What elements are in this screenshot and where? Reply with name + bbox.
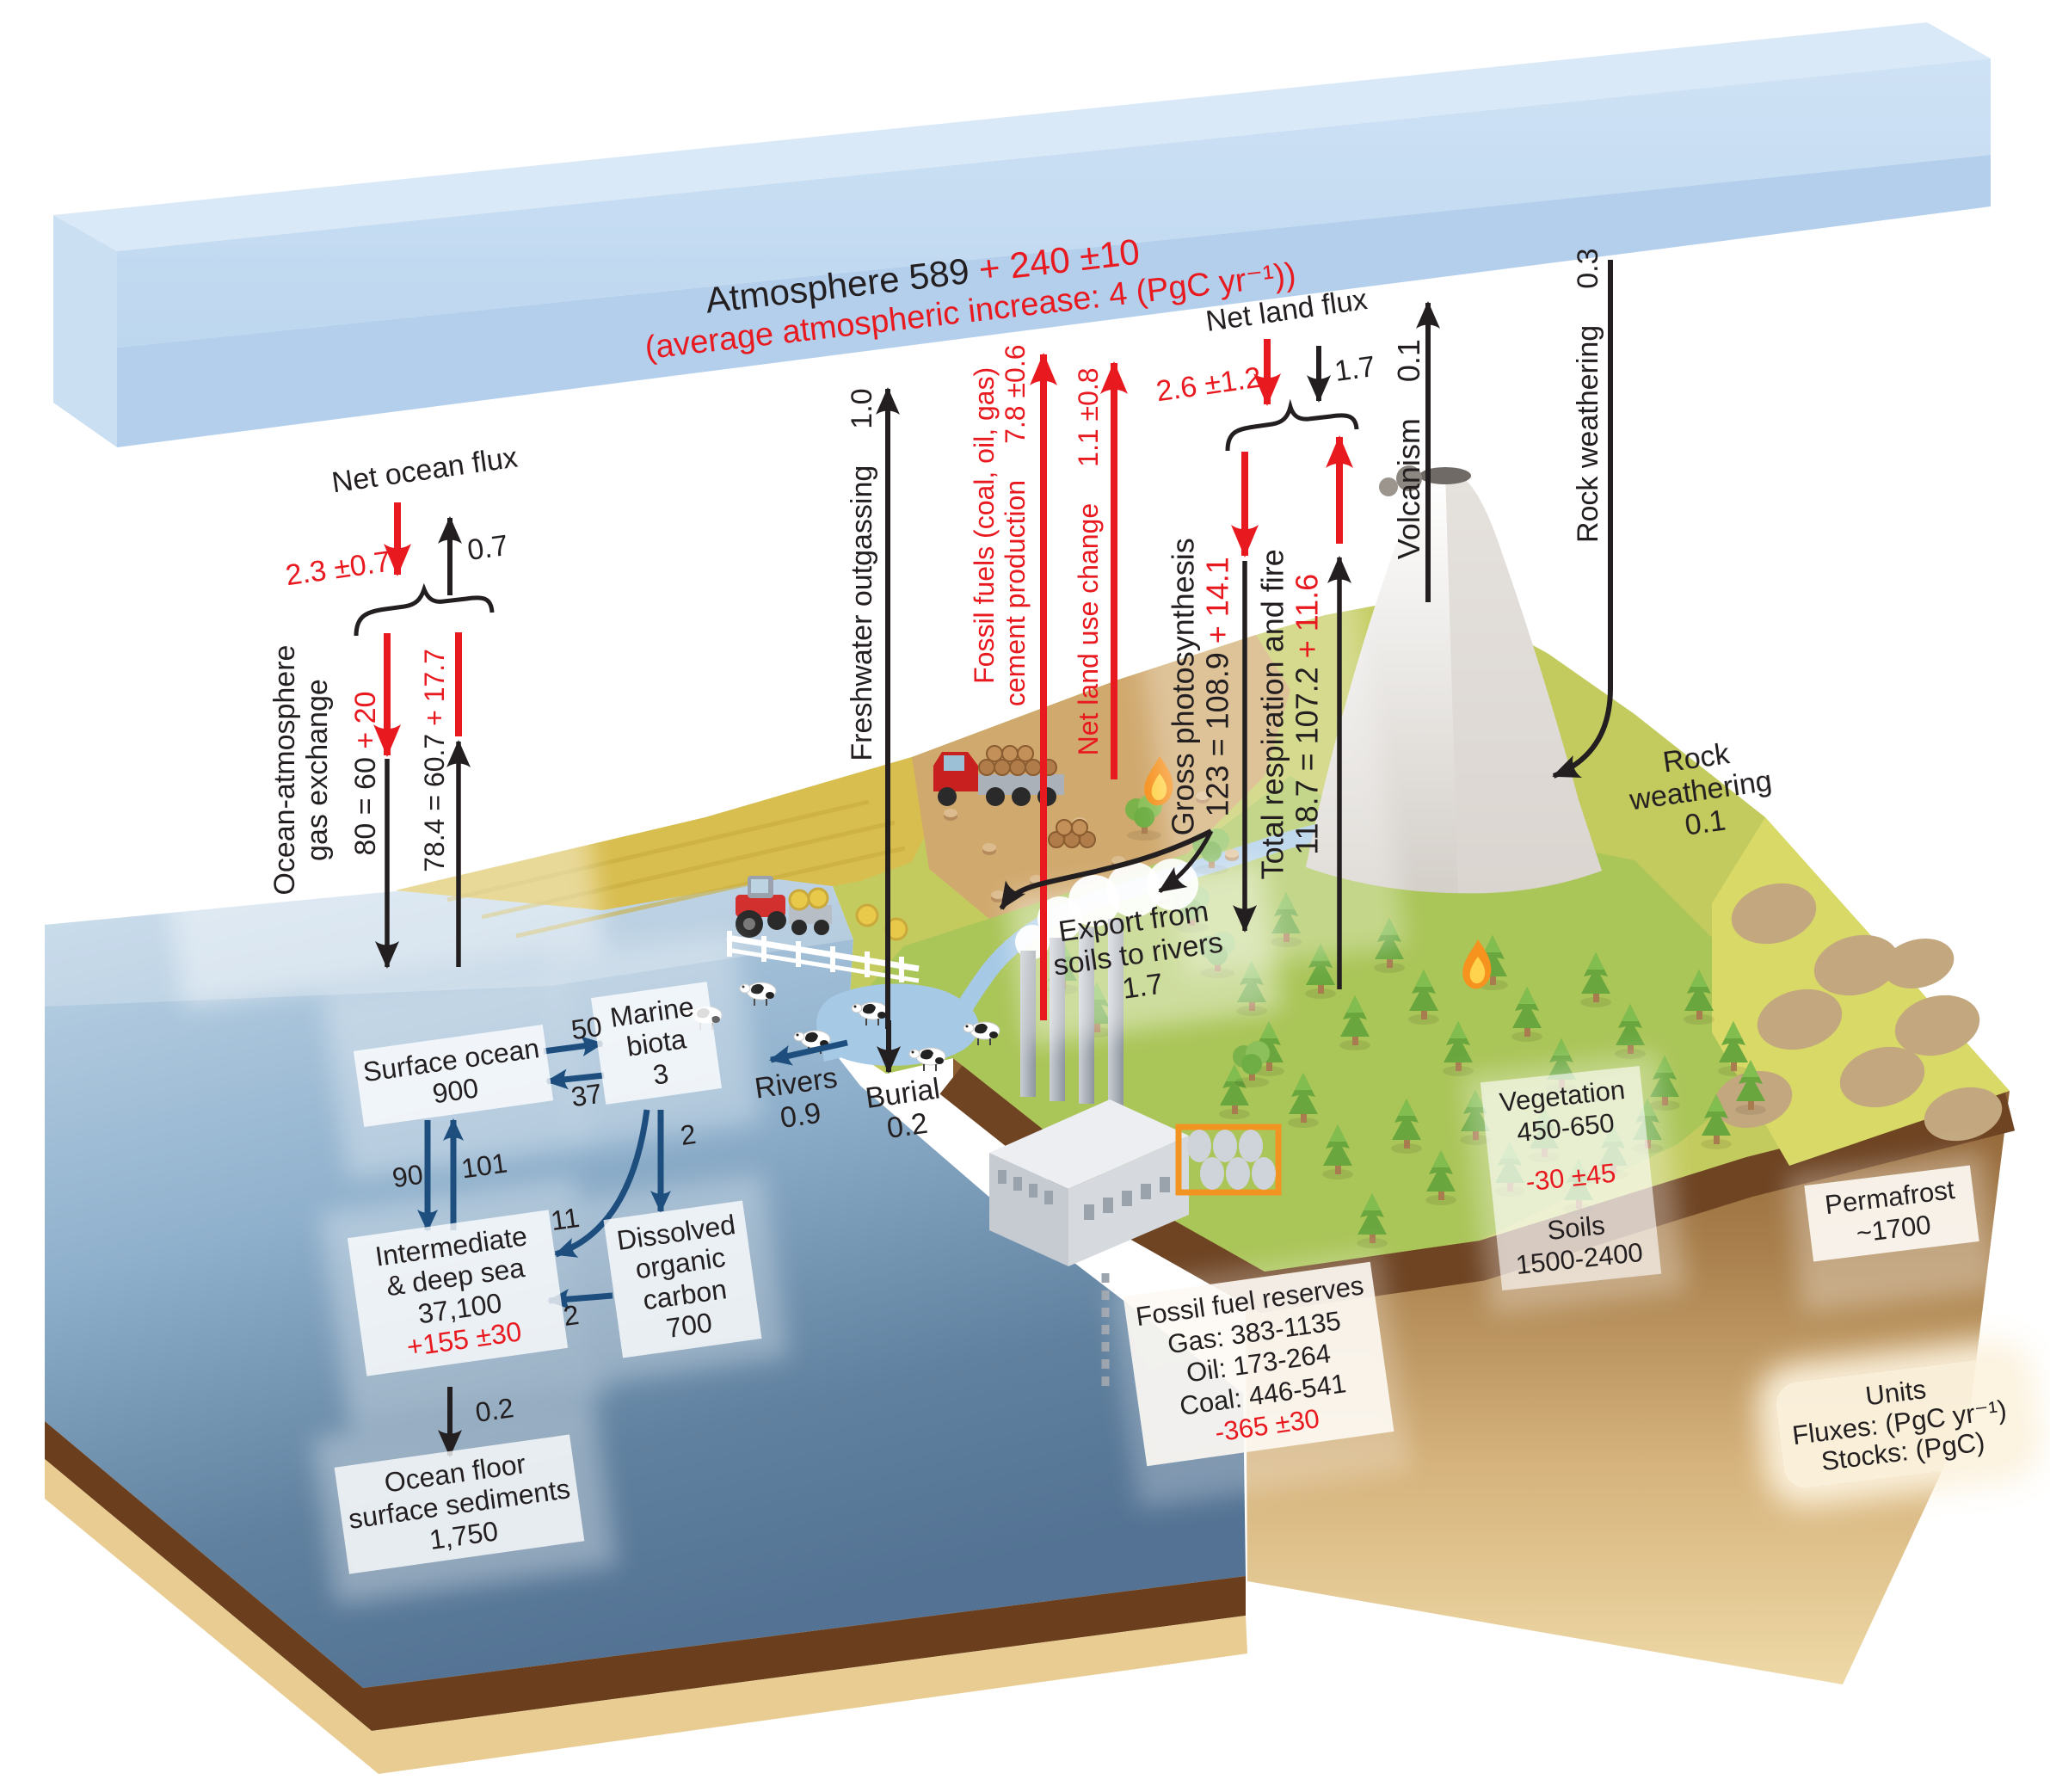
rock-weathering-atm-label: Rock weathering0.3: [1571, 248, 1604, 544]
farm-illustration: [685, 745, 1096, 1072]
freshwater-outgassing-label: Freshwater outgassing1.0: [845, 388, 878, 761]
gas-exchange-label: Ocean-atmosphere gas exchange: [268, 644, 334, 896]
arrow-biota-to-surface: [545, 1068, 605, 1090]
intermediate-deep-sea-box: Intermediate & deep sea 37,100 +155 ±30: [347, 1210, 569, 1376]
tractor-icon: [736, 876, 832, 938]
arrow-rivers: [769, 1039, 848, 1066]
flux-2-biota-doc: 2: [678, 1118, 699, 1152]
flux-11: 11: [548, 1201, 582, 1237]
gas-exchange-down-value: 80 = 60 + 20: [348, 691, 382, 856]
flux-2-doc-deep: 2: [561, 1298, 582, 1333]
brace-ocean: [354, 582, 495, 637]
permafrost-polygon-pattern: [1714, 883, 2003, 1142]
fossil-fuel-reserves-box: Fossil fuel reserves Gas: 383-1135 Oil: …: [1123, 1261, 1394, 1467]
gross-photosynthesis-label: Gross photosynthesis 123 = 108.9 + 14.1: [1165, 538, 1235, 836]
arrow-rock-weathering: [1552, 260, 1613, 779]
dissolved-organic-carbon-box: Dissolved organic carbon 700: [603, 1200, 762, 1358]
brace-land: [1225, 398, 1359, 452]
arrow-biota-to-deep: [554, 1109, 650, 1258]
fossil-fuels-label: Fossil fuels (coal, oil, gas) cement pro…: [969, 344, 1031, 707]
volcanism-label: Volcanism0.1: [1390, 339, 1426, 560]
arrow-export-soils-1: [999, 828, 1213, 910]
gas-exchange-up-value: 78.4 = 60.7 + 17.7: [419, 649, 451, 872]
atmosphere-slab: [53, 22, 1991, 447]
ocean-interior-arrows: [417, 1036, 848, 1310]
flux-arrows: [354, 260, 1613, 1457]
arrow-export-soils-2: [1158, 829, 1214, 894]
logging-truck-icon: [933, 745, 1064, 806]
log-pile-icon: [1048, 819, 1096, 848]
net-land-use-change-label: Net land use change1.1 ±0.8: [1073, 367, 1105, 756]
arrow-surface-to-biota: [543, 1036, 604, 1057]
vegetation-soils-box: Vegetation 450-650 -30 ±45 Soils 1500-24…: [1480, 1065, 1662, 1290]
total-respiration-label: Total respiration and fire 118.7 = 107.2…: [1254, 549, 1325, 880]
